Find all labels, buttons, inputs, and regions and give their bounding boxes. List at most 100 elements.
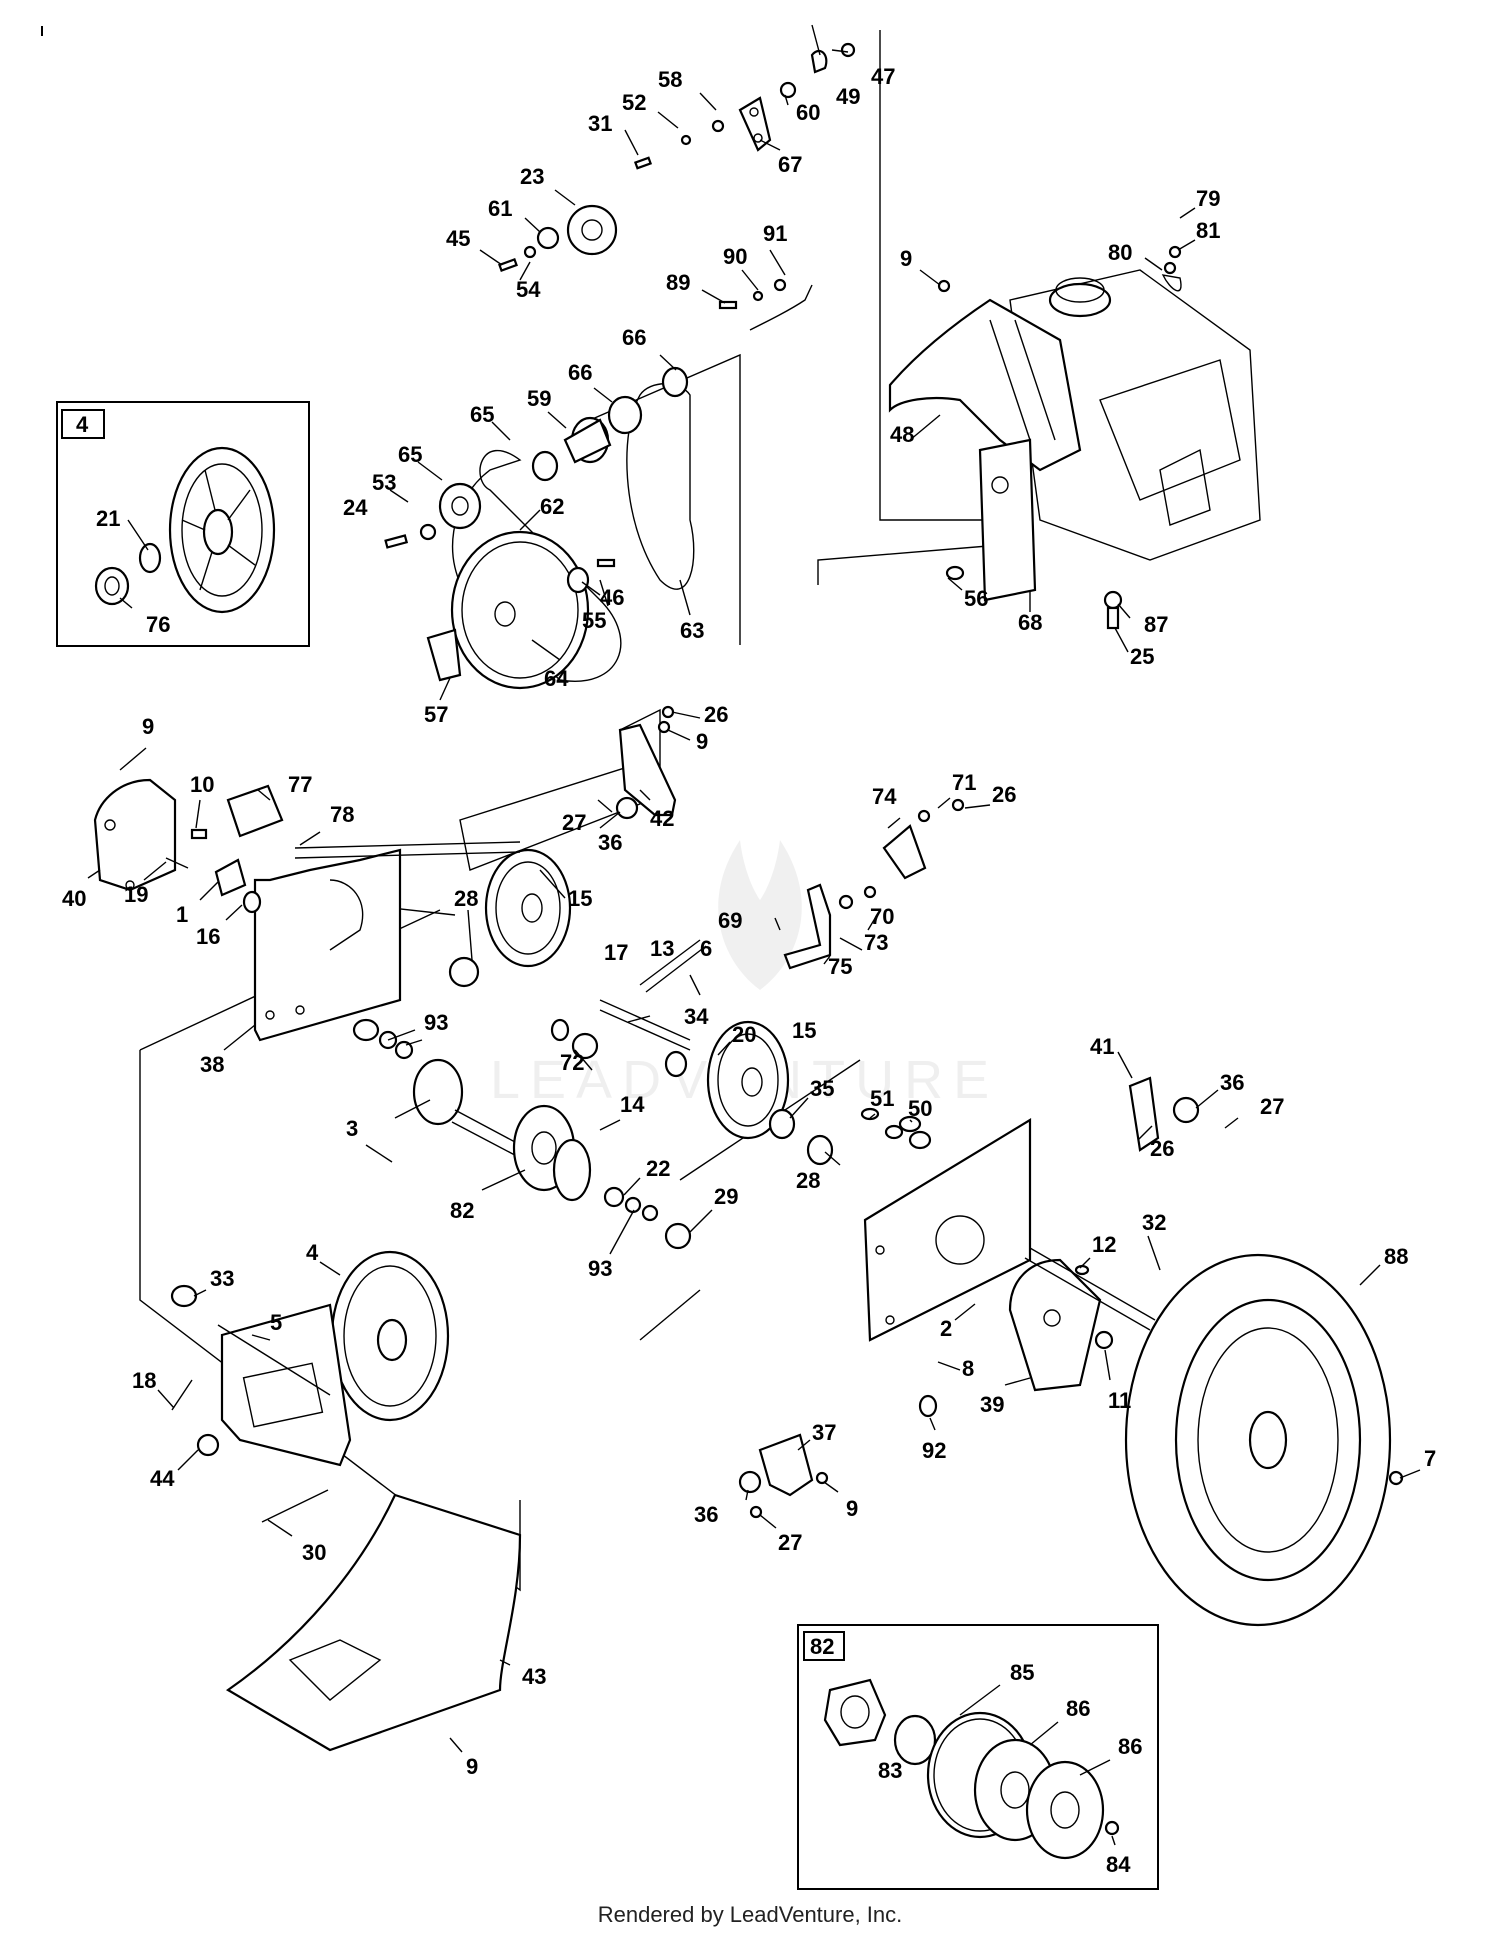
callout-label: 60 [796, 100, 820, 125]
idler-bracket-67 [738, 96, 772, 152]
callout-label: 66 [622, 325, 646, 350]
callout-label: 23 [520, 164, 544, 189]
callout-label: 87 [1144, 612, 1168, 637]
callout-label: 67 [778, 152, 802, 177]
callout-label: 9 [900, 246, 912, 271]
callout-label: 85 [1010, 1660, 1034, 1685]
callout-label: 64 [544, 666, 569, 691]
belt-cover-48 [888, 298, 1082, 472]
callout-label: 91 [763, 221, 787, 246]
callout-labels: 47 49 58 60 52 31 67 23 61 45 54 91 90 8… [62, 64, 1436, 1779]
callout-label: 68 [1018, 610, 1042, 635]
inset-box-82: 82 [797, 1624, 1159, 1890]
wheel-88 [1124, 1253, 1404, 1627]
callout-label: 56 [964, 586, 988, 611]
callout-label: 3 [346, 1116, 358, 1141]
callout-label: 72 [560, 1050, 584, 1075]
tube-77 [226, 784, 284, 838]
callout-label: 75 [828, 954, 852, 979]
callout-label: 9 [696, 729, 708, 754]
callout-label: 2 [940, 1316, 952, 1341]
callout-label: 55 [582, 608, 606, 633]
callout-label: 27 [778, 1530, 802, 1555]
callout-label: 15 [792, 1018, 816, 1043]
callout-label: 70 [870, 904, 894, 929]
callout-label: 4 [306, 1240, 319, 1265]
callout-label: 31 [588, 111, 612, 136]
callout-label: 43 [522, 1664, 546, 1689]
shaft-assembly-3 [412, 1058, 592, 1202]
callout-label: 8 [962, 1356, 974, 1381]
callout-label: 20 [732, 1022, 756, 1047]
callout-label: 9 [142, 714, 154, 739]
inset-4-labels: 21 76 [96, 506, 170, 637]
callout-label: 14 [620, 1092, 645, 1117]
callout-label: 36 [598, 830, 622, 855]
watermark-logo [718, 840, 802, 990]
callout-label: 28 [796, 1168, 820, 1193]
callout-label: 83 [878, 1758, 902, 1783]
callout-label: 46 [600, 585, 624, 610]
callout-label: 39 [980, 1392, 1004, 1417]
callout-label: 65 [470, 402, 494, 427]
callout-label: 59 [527, 386, 551, 411]
callout-label: 88 [1384, 1244, 1408, 1269]
callout-label: 58 [658, 67, 682, 92]
right-frame-panel [863, 1118, 1032, 1342]
callout-label: 26 [704, 702, 728, 727]
callout-label: 62 [540, 494, 564, 519]
callout-label: 52 [622, 90, 646, 115]
callout-label: 26 [1150, 1136, 1174, 1161]
callout-label: 65 [398, 442, 422, 467]
bracket-37 [738, 1433, 829, 1519]
bracket-5 [170, 1284, 352, 1467]
pulley-4 [330, 1250, 450, 1422]
callout-label: 19 [124, 882, 148, 907]
callout-label: 1 [176, 902, 188, 927]
callout-label: 9 [466, 1754, 478, 1779]
callout-label: 25 [1130, 644, 1154, 669]
callout-label: 54 [516, 277, 541, 302]
callout-label: 27 [1260, 1094, 1284, 1119]
callout-label: 22 [646, 1156, 670, 1181]
engine-plate-68 [978, 438, 1037, 602]
bracket-42 [615, 705, 677, 820]
callout-label: 49 [836, 84, 860, 109]
cover-39 [1008, 1258, 1102, 1392]
callout-label: 45 [446, 226, 470, 251]
callout-label: 93 [424, 1010, 448, 1035]
callout-label: 51 [870, 1086, 894, 1111]
callout-label: 12 [1092, 1232, 1116, 1257]
callout-label: 35 [810, 1076, 834, 1101]
callout-label: 36 [1220, 1070, 1244, 1095]
callout-label: 76 [146, 612, 170, 637]
hardware-93-upper [352, 1018, 414, 1060]
engine [1009, 269, 1261, 561]
rod-78 [294, 841, 521, 859]
callout-label: 44 [150, 1466, 175, 1491]
callout-label: 15 [568, 886, 592, 911]
housing-panel-38 [253, 848, 402, 1042]
callout-label: 37 [812, 1420, 836, 1445]
gear-15-lower [706, 1020, 790, 1140]
callout-label: 86 [1066, 1696, 1090, 1721]
callout-label: 32 [1142, 1210, 1166, 1235]
callout-label: 57 [424, 702, 448, 727]
inset-82-tag: 82 [810, 1634, 834, 1659]
callout-label: 6 [700, 936, 712, 961]
callout-leaders [87, 49, 1421, 1753]
callout-label: 18 [132, 1368, 156, 1393]
callout-label: 26 [992, 782, 1016, 807]
callout-label: 77 [288, 772, 312, 797]
callout-label: 79 [1196, 186, 1220, 211]
callout-label: 89 [666, 270, 690, 295]
hardware-93-lower [603, 1186, 692, 1250]
callout-label: 13 [650, 936, 674, 961]
callout-label: 66 [568, 360, 592, 385]
bracket-75 [783, 883, 877, 970]
shaft-right [1024, 1247, 1156, 1350]
callout-label: 41 [1090, 1034, 1114, 1059]
inset-4-tag: 4 [76, 412, 89, 437]
pulley-parts [384, 366, 689, 682]
